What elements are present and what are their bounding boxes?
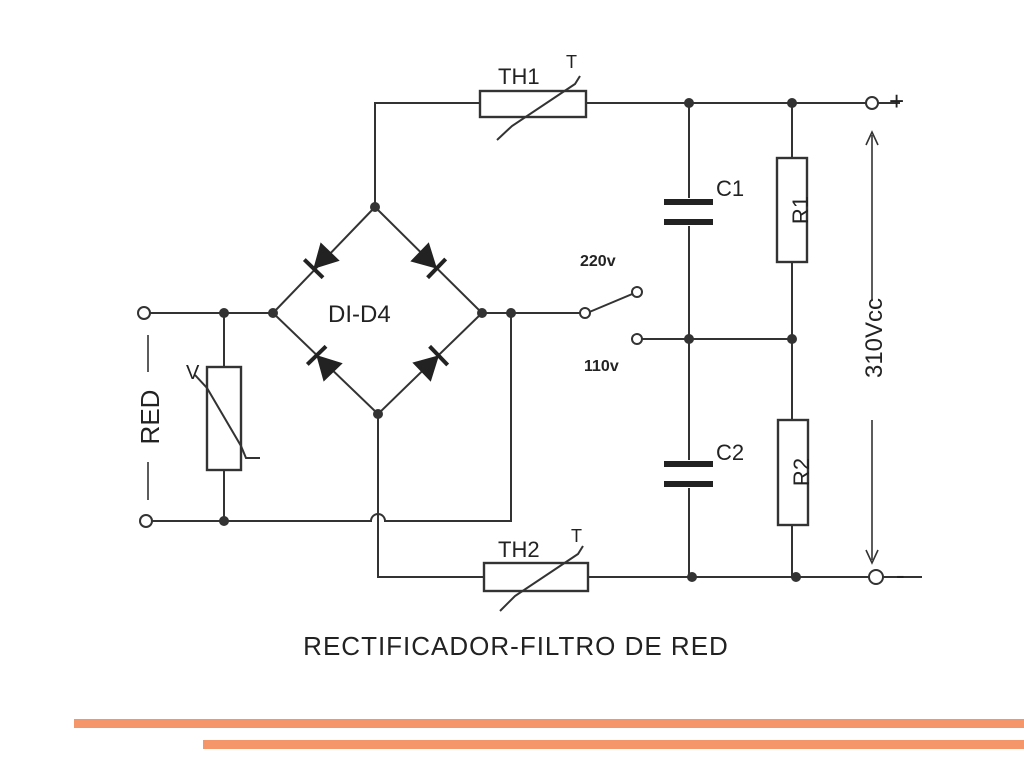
rectifier-filter-schematic: TH1 T TH2 T C1 C2 DI-D4 220v 110v V + - … xyxy=(135,52,922,661)
varistor xyxy=(194,365,260,472)
220v-label: 220v xyxy=(580,253,616,270)
th2-label: TH2 xyxy=(498,537,540,562)
terminals xyxy=(137,96,884,585)
110v-label: 110v xyxy=(584,358,619,375)
diode-d3-icon xyxy=(305,344,343,382)
resistor-r1 xyxy=(775,156,809,264)
bridge-label: DI-D4 xyxy=(328,301,391,328)
wires xyxy=(148,102,922,578)
capacitor-c1 xyxy=(664,199,713,225)
thermistor-th1 xyxy=(478,75,588,141)
switch-220v-contact xyxy=(631,286,643,298)
plus-label: + xyxy=(889,86,904,116)
minus-label: - xyxy=(896,560,905,590)
r1-label: R1 xyxy=(788,196,813,224)
input-terminal-bottom xyxy=(139,514,153,528)
accent-bar-top xyxy=(74,719,1024,728)
diode-d1-icon xyxy=(302,242,340,280)
switch-110v-contact xyxy=(631,333,643,345)
output-terminal-negative xyxy=(868,569,884,585)
th1-t-label: T xyxy=(566,52,577,72)
diode-d2-icon xyxy=(410,242,448,280)
input-terminal-top xyxy=(137,306,151,320)
varistor-label: V xyxy=(186,362,200,384)
switch-common-contact xyxy=(579,307,591,319)
c1-label: C1 xyxy=(716,176,744,201)
resistor-r2 xyxy=(776,418,810,527)
diagram-caption: RECTIFICADOR-FILTRO DE RED xyxy=(303,631,729,661)
accent-bar-bottom xyxy=(203,740,1024,749)
th2-t-label: T xyxy=(571,526,582,546)
c2-label: C2 xyxy=(716,440,744,465)
vcc-label: 310Vcc xyxy=(861,298,888,378)
red-label: RED xyxy=(135,390,165,445)
th1-label: TH1 xyxy=(498,64,540,89)
capacitor-c2 xyxy=(664,461,713,487)
output-terminal-positive xyxy=(865,96,879,110)
junction-dots xyxy=(219,98,801,582)
diode-d4-icon xyxy=(412,344,450,382)
r2-label: R2 xyxy=(789,458,814,486)
thermistor-th2 xyxy=(482,545,590,612)
